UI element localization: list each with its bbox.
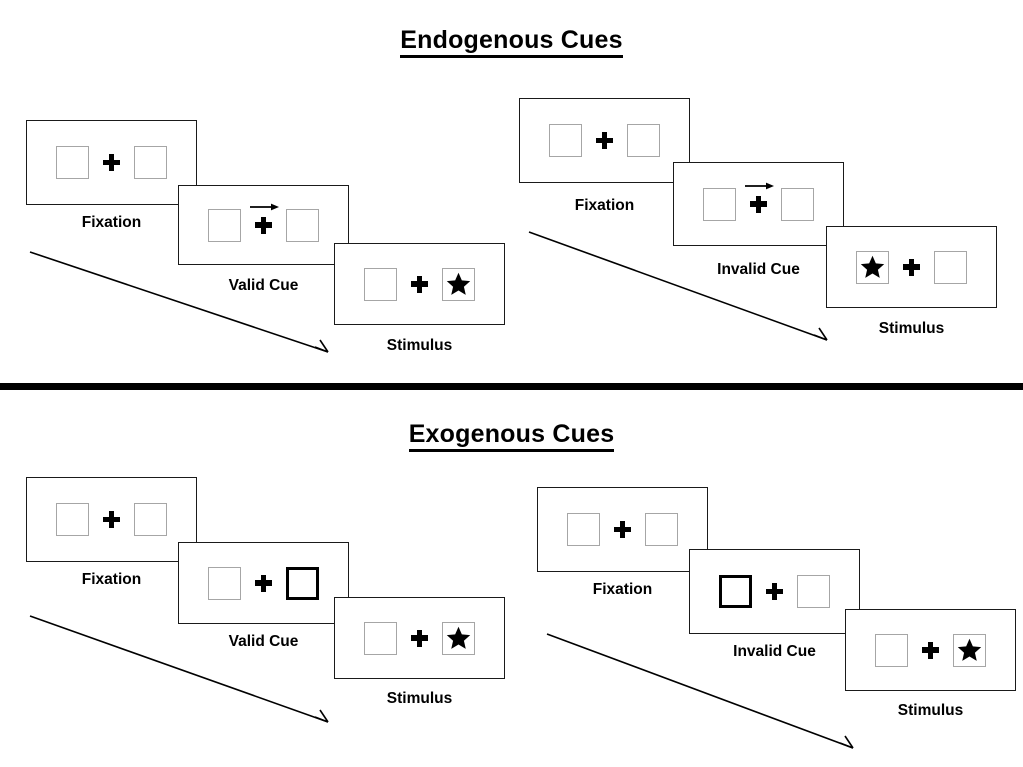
right-placeholder-box <box>645 513 678 546</box>
fixation-cross-icon <box>596 132 613 149</box>
fixation-cross-icon <box>103 154 120 171</box>
section-divider <box>0 383 1023 390</box>
left-placeholder-box <box>567 513 600 546</box>
star-stimulus-icon <box>445 271 472 297</box>
caption-text: Valid Cue <box>228 277 299 294</box>
caption-exogenous-valid-cue: Valid Cue <box>178 633 349 651</box>
caption-exogenous-invalid-stimulus: Stimulus <box>845 702 1016 720</box>
panel-endogenous-invalid-stimulus[interactable] <box>826 226 997 308</box>
panel-exogenous-invalid-fixation[interactable] <box>537 487 708 572</box>
section-heading-exogenous: Exogenous Cues <box>0 420 1023 452</box>
left-placeholder-box <box>56 503 89 536</box>
panel-exogenous-invalid-stimulus[interactable] <box>845 609 1016 691</box>
fixation-cross-icon <box>614 521 631 538</box>
right-placeholder-box <box>781 187 814 221</box>
cue-arrow-right-icon <box>249 202 279 212</box>
caption-text: Stimulus <box>878 320 945 337</box>
caption-text: Fixation <box>592 581 653 598</box>
left-placeholder-box <box>364 621 397 655</box>
section-heading-exogenous-text: Exogenous Cues <box>408 420 615 452</box>
left-placeholder-box <box>703 187 736 221</box>
left-placeholder-box <box>364 267 397 301</box>
caption-text: Fixation <box>81 571 142 588</box>
left-placeholder-box <box>549 124 582 157</box>
exogenous-valid-timeline-arrow <box>28 612 348 734</box>
panel-endogenous-valid-fixation[interactable] <box>26 120 197 205</box>
left-placeholder-box <box>208 208 241 242</box>
right-placeholder-box <box>934 250 967 284</box>
panel-endogenous-invalid-fixation[interactable] <box>519 98 690 183</box>
right-placeholder-box <box>627 124 660 157</box>
right-placeholder-box <box>442 267 475 301</box>
caption-exogenous-valid-stimulus: Stimulus <box>334 690 505 708</box>
fixation-cross-icon <box>411 275 428 293</box>
left-placeholder-box <box>56 146 89 179</box>
star-stimulus-icon <box>859 254 886 280</box>
left-placeholder-box <box>875 633 908 667</box>
panel-exogenous-invalid-cue[interactable] <box>689 549 860 634</box>
caption-text: Stimulus <box>897 702 964 719</box>
endogenous-valid-timeline-arrow <box>28 248 348 368</box>
endogenous-invalid-timeline-arrow <box>527 228 847 353</box>
fixation-cross-icon <box>766 583 783 600</box>
section-heading-endogenous-text: Endogenous Cues <box>400 26 623 58</box>
caption-exogenous-valid-fixation: Fixation <box>26 571 197 589</box>
caption-endogenous-invalid-stimulus: Stimulus <box>826 320 997 338</box>
caption-endogenous-invalid-cue: Invalid Cue <box>673 261 844 279</box>
section-exogenous: Exogenous Cues Fixation Valid Cue <box>0 390 1023 767</box>
star-stimulus-icon <box>445 625 472 651</box>
fixation-cross-icon <box>103 511 120 528</box>
panel-endogenous-invalid-cue[interactable] <box>673 162 844 246</box>
left-placeholder-box <box>208 566 241 600</box>
caption-text: Invalid Cue <box>717 261 800 278</box>
fixation-cross-icon <box>411 629 428 647</box>
panel-exogenous-valid-stimulus[interactable] <box>334 597 505 679</box>
panel-endogenous-valid-cue[interactable] <box>178 185 349 265</box>
caption-text: Fixation <box>81 214 142 231</box>
fixation-cross-icon <box>903 258 920 276</box>
panel-exogenous-valid-cue[interactable] <box>178 542 349 624</box>
fixation-cross-icon <box>922 641 939 659</box>
caption-endogenous-valid-stimulus: Stimulus <box>334 337 505 355</box>
caption-exogenous-invalid-cue: Invalid Cue <box>689 643 860 661</box>
right-placeholder-box <box>286 208 319 242</box>
caption-text: Stimulus <box>386 337 453 354</box>
fixation-cross-icon <box>249 203 279 234</box>
left-cued-box <box>719 575 752 608</box>
right-cued-box <box>286 566 319 600</box>
right-placeholder-box <box>134 503 167 536</box>
fixation-cross-icon <box>255 574 272 592</box>
right-placeholder-box <box>797 575 830 608</box>
section-endogenous: Endogenous Cues Fixation <box>0 0 1023 383</box>
caption-text: Stimulus <box>386 690 453 707</box>
caption-text: Invalid Cue <box>733 643 816 660</box>
panel-exogenous-valid-fixation[interactable] <box>26 477 197 562</box>
caption-endogenous-valid-cue: Valid Cue <box>178 277 349 295</box>
fixation-cross-icon <box>744 182 774 213</box>
caption-text: Valid Cue <box>228 633 299 650</box>
left-placeholder-box <box>856 250 889 284</box>
caption-endogenous-valid-fixation: Fixation <box>26 214 197 232</box>
cue-arrow-right-icon <box>744 181 774 191</box>
right-placeholder-box <box>442 621 475 655</box>
star-stimulus-icon <box>956 637 983 663</box>
caption-exogenous-invalid-fixation: Fixation <box>537 581 708 599</box>
caption-endogenous-invalid-fixation: Fixation <box>519 197 690 215</box>
panel-endogenous-valid-stimulus[interactable] <box>334 243 505 325</box>
right-placeholder-box <box>953 633 986 667</box>
caption-text: Fixation <box>574 197 635 214</box>
right-placeholder-box <box>134 146 167 179</box>
section-heading-endogenous: Endogenous Cues <box>0 26 1023 58</box>
